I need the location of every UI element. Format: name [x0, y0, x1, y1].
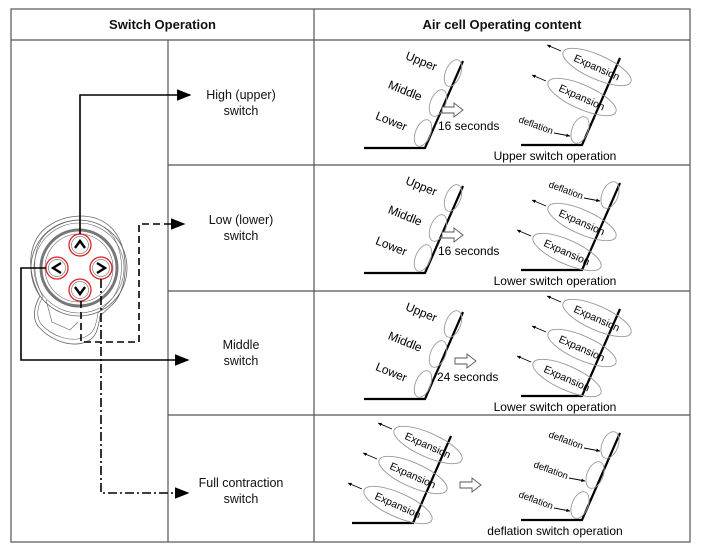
- expansion-label: Expansion: [373, 490, 423, 521]
- transition-arrow-icon: [441, 102, 464, 118]
- transition-arrow-icon: [454, 353, 477, 369]
- cell-2: [413, 119, 433, 147]
- bed-frame: [364, 311, 465, 401]
- expansion-label: Expansion: [572, 52, 622, 83]
- cell-2: [413, 370, 433, 398]
- cell-label-upper: Upper: [404, 174, 440, 199]
- header-air-cell-content: Air cell Operating content: [422, 17, 582, 32]
- operation-caption: Lower switch operation: [494, 400, 617, 414]
- switch-label-low: Low (lower) switch: [208, 213, 274, 243]
- expansion-label: Expansion: [542, 237, 592, 268]
- cell-0: [443, 59, 463, 87]
- bed-frame: [521, 57, 622, 147]
- deflation-label: deflation: [547, 429, 585, 452]
- deflation-label: deflation: [517, 489, 555, 512]
- bed-frame: [364, 185, 465, 275]
- cell-1: [428, 214, 448, 242]
- duration-label: 16 seconds: [438, 244, 499, 258]
- line-left-to-middle-switch: [20, 267, 190, 366]
- switch-label-high: High (upper) switch: [206, 87, 276, 118]
- table-border: [10, 8, 691, 543]
- duration-label: 24 seconds: [437, 370, 498, 384]
- expansion-label: Expansion: [572, 303, 622, 334]
- cell-label-upper: Upper: [404, 49, 440, 74]
- after-state: deflation deflation deflation: [517, 429, 622, 522]
- cell-label-middle: Middle: [386, 329, 424, 355]
- cell-label-middle: Middle: [386, 78, 424, 104]
- air-cell-row-4: ExpansionExpansionExpansiondeflationdefl…: [347, 422, 623, 538]
- cell-0-deflation: deflation: [547, 429, 620, 459]
- operation-caption: Upper switch operation: [494, 149, 617, 163]
- expansion-label: Expansion: [557, 207, 607, 238]
- cell-2-deflation: deflation: [517, 489, 590, 519]
- bed-frame: [521, 432, 622, 522]
- cell-label-middle: Middle: [386, 203, 424, 229]
- chevron-right-icon: [96, 261, 108, 275]
- expansion-label: Expansion: [557, 333, 607, 364]
- button-right[interactable]: [89, 256, 113, 280]
- expansion-label: Expansion: [557, 82, 607, 113]
- expansion-label: Expansion: [388, 460, 438, 491]
- operation-caption: deflation switch operation: [487, 524, 622, 538]
- cell-1: [428, 340, 448, 368]
- chevron-left-icon: [50, 261, 62, 275]
- bed-frame: [364, 60, 465, 150]
- cell-2: [413, 244, 433, 272]
- deflation-label: deflation: [547, 179, 585, 202]
- cell-2-deflation: deflation: [517, 114, 590, 144]
- cell-0: [443, 310, 463, 338]
- operation-caption: Lower switch operation: [494, 274, 617, 288]
- line-down-to-low-switch: [80, 218, 186, 343]
- duration-label: 16 seconds: [438, 119, 499, 133]
- deflation-label: deflation: [532, 459, 570, 482]
- cell-label-lower: Lower: [374, 234, 410, 259]
- cell-label-lower: Lower: [374, 109, 410, 134]
- cell-label-upper: Upper: [404, 300, 440, 325]
- button-down[interactable]: [68, 278, 92, 302]
- button-up[interactable]: [68, 233, 92, 257]
- chevron-up-icon: [74, 238, 86, 249]
- header-switch-operation: Switch Operation: [109, 17, 216, 32]
- switch-label-full-contraction: Full contraction switch: [198, 475, 284, 506]
- line-up-to-high-switch: [79, 89, 192, 234]
- cell-1: [428, 89, 448, 117]
- expansion-label: Expansion: [542, 363, 592, 394]
- cell-0: [443, 184, 463, 212]
- line-right-to-full-contraction-switch: [100, 279, 190, 499]
- cell-label-lower: Lower: [374, 360, 410, 385]
- cell-1-deflation: deflation: [532, 459, 605, 489]
- expansion-label: Expansion: [403, 430, 453, 461]
- switch-label-middle: Middle switch: [222, 338, 260, 368]
- transition-arrow-icon: [459, 477, 482, 493]
- transition-arrow-icon: [441, 227, 464, 243]
- chevron-down-icon: [74, 286, 86, 297]
- deflation-label: deflation: [517, 114, 555, 137]
- cell-0-deflation: deflation: [547, 179, 620, 209]
